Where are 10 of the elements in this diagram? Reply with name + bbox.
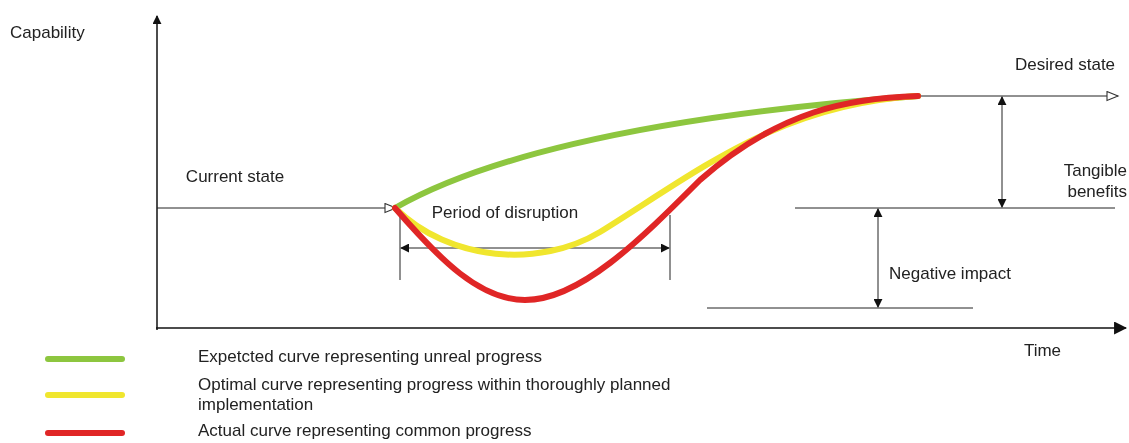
legend-text: Actual curve representing common progress xyxy=(198,421,533,441)
chart-label: Period of disruption xyxy=(430,202,580,223)
chart-label: Current state xyxy=(185,166,285,187)
legend-text: Expetcted curve representing unreal progress xyxy=(198,347,543,367)
legend-text: Optimal curve representing progress within thoroughly planned implementation xyxy=(198,375,672,415)
chart-label: Time xyxy=(1022,340,1063,361)
chart-label: Desired state xyxy=(1013,54,1117,75)
chart-label: Capability xyxy=(10,22,86,43)
chart-label: Tangible benefits xyxy=(1062,160,1127,202)
chart-label: Negative impact xyxy=(888,263,1012,284)
